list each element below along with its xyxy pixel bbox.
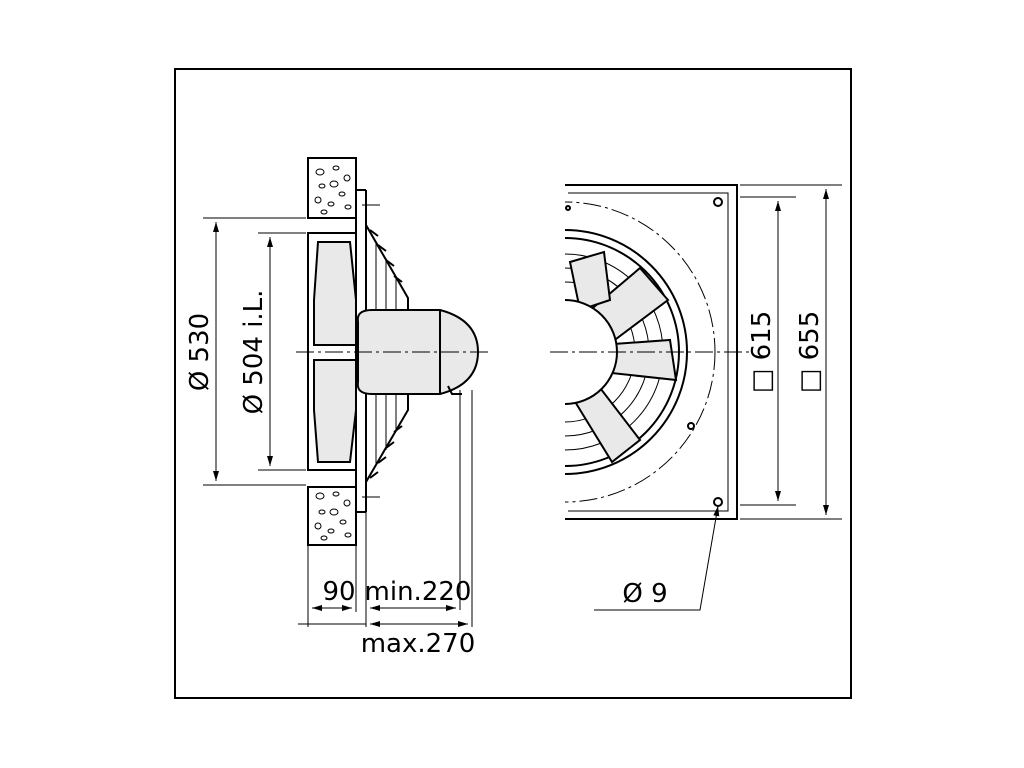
front-view (550, 184, 752, 520)
dim-depth-90: 90 (322, 577, 355, 607)
bolt-circle (565, 201, 716, 503)
dim-outer-diameter: Ø 530 (185, 313, 215, 391)
drawing-frame (174, 68, 852, 699)
dim-square-inner: □ 615 (747, 311, 777, 393)
square-symbol-inner: □ (747, 369, 777, 394)
dimension-lines (203, 184, 842, 627)
blade-profile-top (313, 241, 357, 346)
mounting-hole-bottom (713, 497, 723, 507)
dim-depth-max: max.270 (361, 629, 476, 659)
dim-square-outer: □ 655 (795, 311, 825, 393)
dim-square-inner-value: 615 (747, 311, 777, 361)
wall-section-bottom (307, 486, 357, 546)
blade-profile-bottom (313, 359, 357, 463)
side-view (296, 157, 488, 546)
wall-section-top (307, 157, 357, 219)
dim-depth-min: min.220 (365, 577, 472, 607)
dim-hole-diameter: Ø 9 (622, 579, 667, 609)
mounting-hole-top (713, 197, 723, 207)
fan-blade-4 (568, 250, 612, 312)
fan-outer-ring (565, 229, 688, 475)
square-symbol-outer: □ (795, 369, 825, 394)
dim-square-outer-value: 655 (795, 311, 825, 361)
dim-inner-diameter: Ø 504 i.L. (239, 290, 269, 415)
